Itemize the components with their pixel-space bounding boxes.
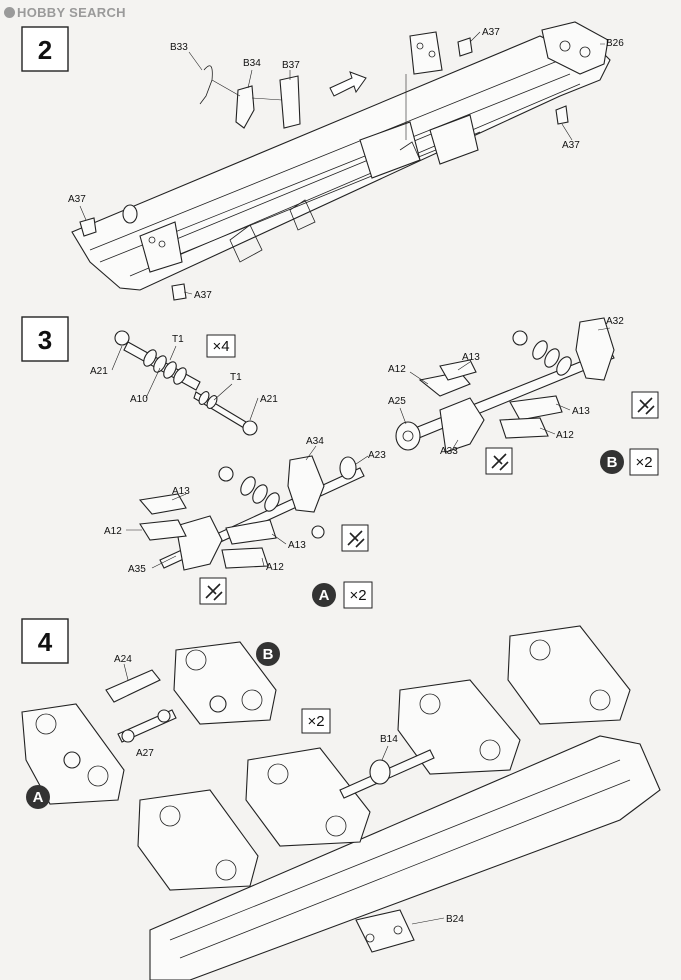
label-a21-a: A21	[90, 366, 108, 377]
multiplier-step4-x2: ×2	[307, 713, 324, 730]
part-a34	[287, 455, 325, 513]
glue-icon	[341, 524, 369, 552]
frame-cross-member-rear	[429, 114, 479, 165]
glue-icon	[199, 577, 227, 605]
label-a27: A27	[136, 748, 154, 759]
axle-assembly-a	[138, 455, 365, 571]
step-3-number: 3	[38, 325, 52, 355]
label-t1-b: T1	[230, 372, 242, 383]
step-2: 2	[21, 21, 624, 301]
part-a12-lower-arm-b	[499, 417, 549, 439]
label-a32: A32	[606, 316, 624, 327]
chassis-assembled	[149, 735, 661, 980]
label-b37: B37	[282, 60, 300, 71]
multiplier-a-x2: ×2	[349, 587, 366, 604]
step-3: 3 ×4 T1 A21 A10 T1 A21	[21, 316, 659, 609]
callout-b-step4	[256, 642, 280, 666]
label-b14: B14	[380, 734, 398, 745]
part-a23	[339, 456, 357, 480]
callout-a-step4-letter: A	[33, 789, 44, 806]
label-a37-bottom: A37	[194, 290, 212, 301]
step-2-number: 2	[38, 35, 52, 65]
label-b24: B24	[446, 914, 464, 925]
drive-shaft-a10	[114, 330, 258, 436]
label-a35: A35	[128, 564, 146, 575]
part-b34	[235, 85, 255, 129]
callout-a-step4	[26, 785, 50, 809]
step-3-box	[21, 316, 69, 362]
step-4: 4 A24 B A27 A ×2	[21, 618, 661, 980]
part-a37-bottom	[171, 283, 187, 301]
part-a12-lower-arm-a	[221, 547, 269, 569]
label-a13-b-bottom: A13	[572, 406, 590, 417]
label-a12-b-bottom: A12	[556, 430, 574, 441]
axle-a-subassembly	[21, 703, 125, 805]
label-b34: B34	[243, 58, 261, 69]
label-a37-left: A37	[68, 194, 86, 205]
step-2-box	[21, 26, 69, 72]
label-b33: B33	[170, 42, 188, 53]
label-a12-a-top: A12	[104, 526, 122, 537]
multiplier-box-x4	[206, 334, 236, 358]
multiplier-x4: ×4	[212, 338, 229, 355]
part-a32	[575, 317, 615, 381]
axle-assembly-b	[395, 317, 615, 453]
label-a21-b: A21	[260, 394, 278, 405]
watermark: HOBBY SEARCH	[4, 5, 126, 20]
label-t1-a: T1	[172, 334, 184, 345]
label-a24: A24	[114, 654, 132, 665]
callout-a-step3	[312, 583, 336, 607]
part-b26	[541, 21, 609, 75]
label-a25: A25	[388, 396, 406, 407]
part-b24	[355, 909, 415, 953]
label-a33: A33	[440, 446, 458, 457]
callout-b-step3-letter: B	[607, 454, 618, 471]
glue-icon	[485, 447, 513, 475]
callout-a-step3-letter: A	[319, 587, 330, 604]
part-a33-hub	[439, 397, 485, 453]
label-a10: A10	[130, 394, 148, 405]
part-a37-right	[555, 105, 569, 125]
glue-icon	[631, 391, 659, 419]
front-axle-group	[137, 747, 371, 891]
part-b14	[369, 759, 391, 785]
direction-arrow-icon	[329, 71, 367, 97]
callout-b-step4-letter: B	[263, 646, 274, 663]
label-a23: A23	[368, 450, 386, 461]
part-a12-arm-a	[139, 519, 187, 541]
step-4-box	[21, 618, 69, 664]
part-a13-lower-arm-a	[225, 519, 277, 545]
part-bushing	[122, 204, 138, 224]
multiplier-box-step4-x2	[301, 708, 331, 734]
multiplier-box-a-x2	[343, 581, 373, 609]
label-a12-a-bottom: A12	[266, 562, 284, 573]
step-4-number: 4	[38, 627, 53, 657]
label-b26: B26	[606, 38, 624, 49]
part-a37-top	[457, 37, 473, 57]
watermark-logo-icon	[4, 7, 15, 18]
label-a37-right: A37	[562, 140, 580, 151]
label-a13-a-bottom: A13	[288, 540, 306, 551]
part-a35-hub	[175, 515, 223, 571]
part-a13-lower-arm-b	[509, 395, 563, 421]
label-a13-a-top: A13	[172, 486, 190, 497]
callout-b-step3	[600, 450, 624, 474]
part-a37-left	[79, 217, 97, 237]
part-b37	[279, 75, 301, 129]
multiplier-box-b-x2	[629, 448, 659, 476]
label-a34: A34	[306, 436, 324, 447]
part-b33	[199, 65, 213, 105]
part-bracket-top	[409, 31, 443, 75]
label-a12-b-top: A12	[388, 364, 406, 375]
multiplier-b-x2: ×2	[635, 454, 652, 471]
part-a24	[105, 669, 161, 703]
label-a37-top: A37	[482, 27, 500, 38]
axle-b-subassembly	[173, 641, 277, 725]
part-a25	[395, 421, 421, 451]
label-a13-b-top: A13	[462, 352, 480, 363]
